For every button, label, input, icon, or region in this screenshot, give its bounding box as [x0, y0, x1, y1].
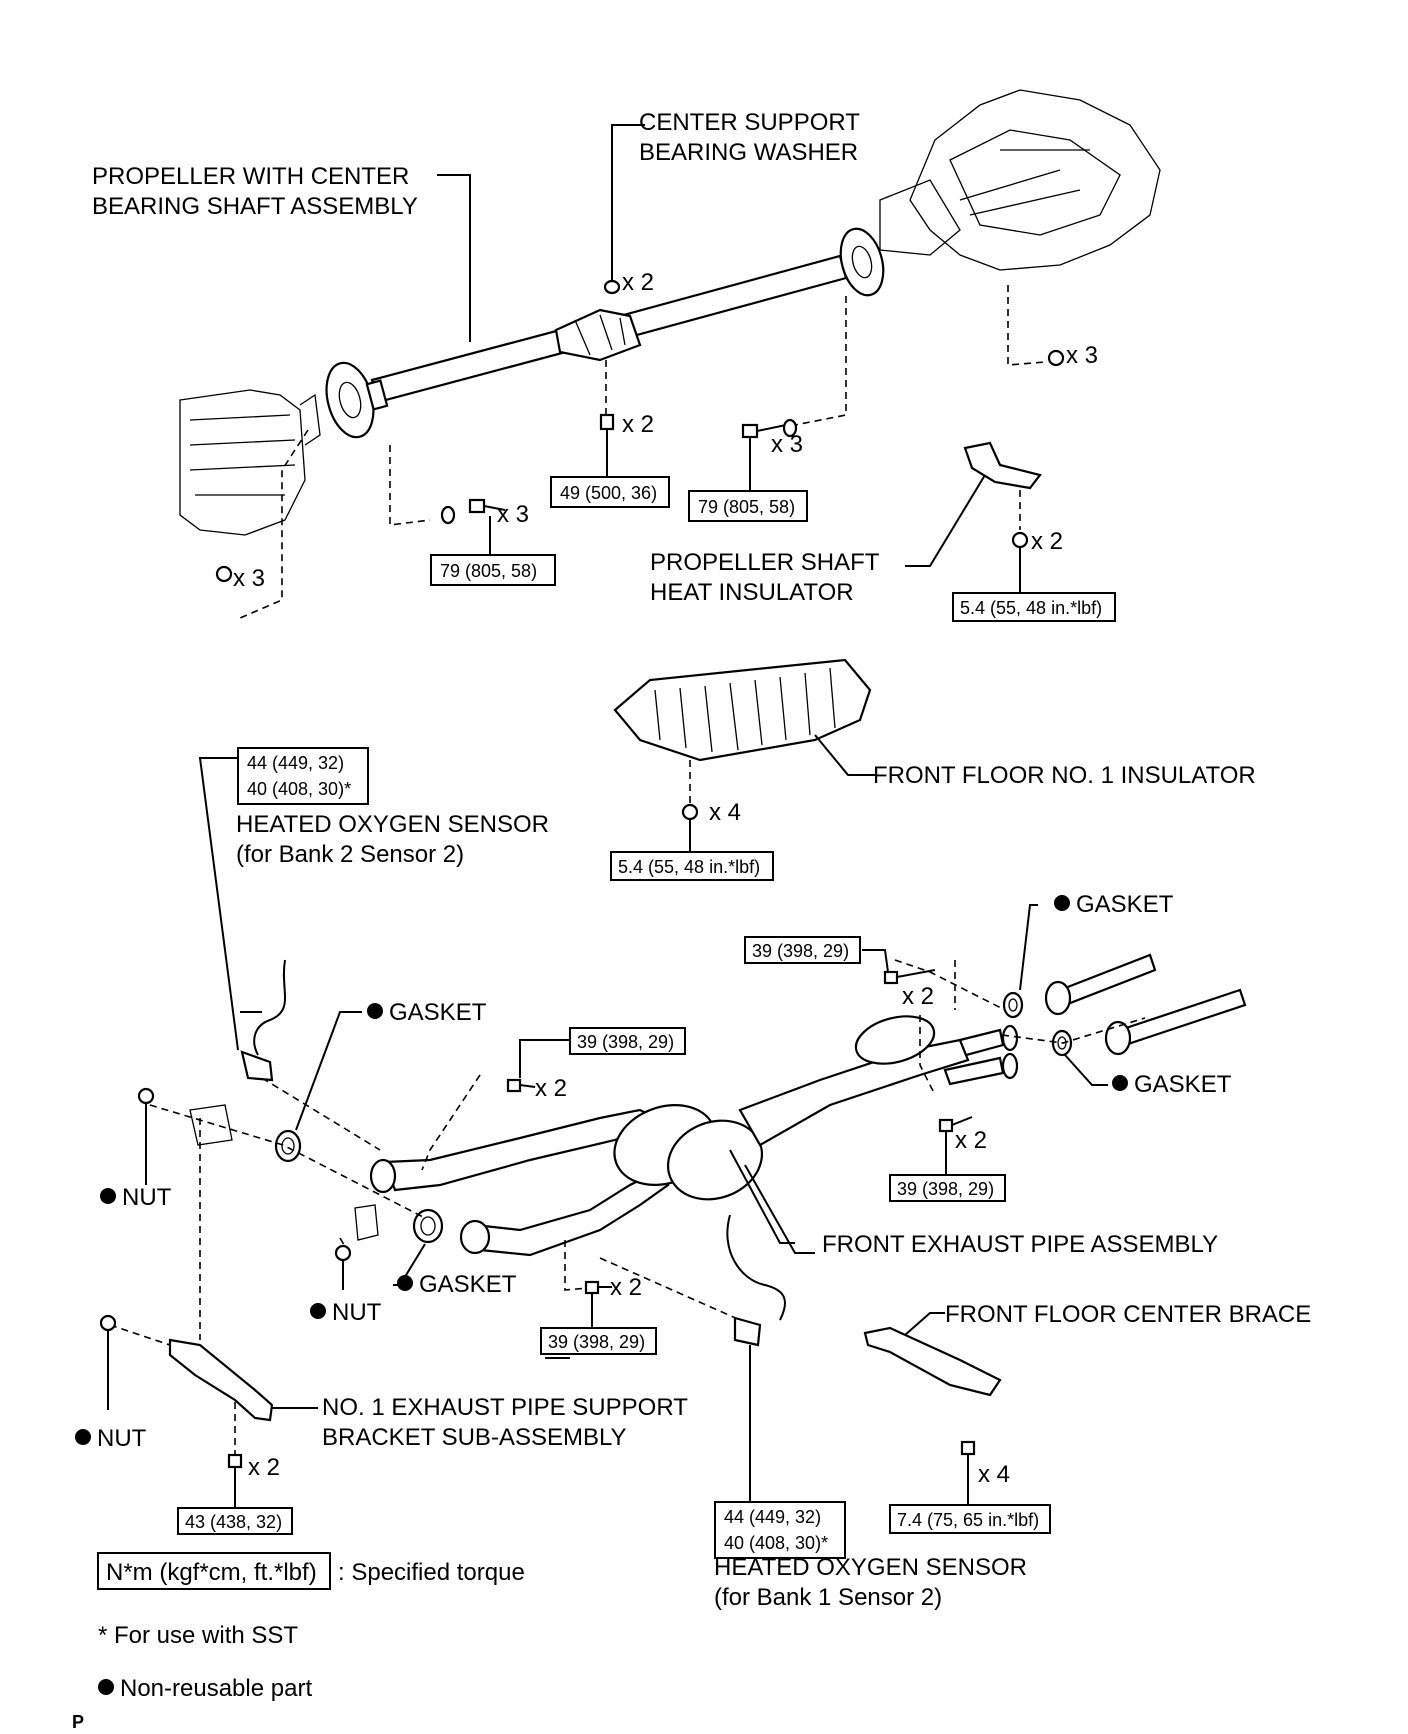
bolt-icon — [883, 969, 936, 985]
qty-bolt-right-lower: x 2 — [955, 1127, 987, 1154]
floor-insulator-part — [613, 658, 872, 762]
qty-heat-insulator: x 2 — [1031, 528, 1063, 555]
svg-text:GASKET: GASKET — [419, 1271, 517, 1298]
page-letter: P — [72, 1712, 84, 1732]
bolt-icon — [506, 1078, 536, 1093]
oxygen-sensor-bank2 — [240, 959, 286, 1082]
label-heat-insulator-2: HEAT INSULATOR — [650, 579, 854, 606]
qty-bolt-center: x 2 — [622, 411, 654, 438]
legend-unit-desc: : Specified torque — [338, 1559, 525, 1586]
torque-pipe-upper-center: 39 (398, 29) — [577, 1032, 674, 1052]
bolt-icon — [227, 1453, 243, 1508]
label-center-brace: FRONT FLOOR CENTER BRACE — [945, 1301, 1311, 1328]
torque-bracket: 43 (438, 32) — [185, 1512, 282, 1532]
oxygen-sensor-bank1 — [726, 1214, 786, 1347]
legend-unit-box: N*m (kgf*cm, ft.*lbf) — [106, 1559, 317, 1586]
label-oxygen-sensor-bank1-2: (for Bank 1 Sensor 2) — [714, 1584, 942, 1611]
nut-label-center: NUT — [310, 1299, 382, 1326]
qty-brace-bolt: x 4 — [978, 1461, 1010, 1488]
nut-icon — [215, 565, 233, 583]
torque-front-flange: 79 (805, 58) — [698, 497, 795, 517]
torque-hos2-a: 44 (449, 32) — [247, 753, 344, 773]
label-washer-2: BEARING WASHER — [639, 139, 858, 166]
svg-text:GASKET: GASKET — [389, 999, 487, 1026]
bolt-icon — [440, 498, 506, 555]
engine-sketch — [879, 89, 1161, 271]
gasket-label-top-right: GASKET — [1054, 891, 1174, 918]
nut-icon — [681, 803, 699, 821]
label-front-exhaust-pipe: FRONT EXHAUST PIPE ASSEMBLY — [822, 1231, 1218, 1258]
legend-nonreusable: Non-reusable part — [98, 1675, 312, 1702]
front-exhaust-pipe-part — [369, 1015, 1019, 1257]
washer-icon — [603, 279, 621, 295]
gasket-ring — [1002, 991, 1024, 1019]
propeller-shaft — [325, 227, 885, 439]
bolt-icon — [584, 1280, 612, 1295]
qty-bolt-front: x 3 — [771, 431, 803, 458]
heat-insulator-part — [963, 441, 1042, 490]
nut-label-bottom: NUT — [75, 1425, 147, 1452]
torque-brace: 7.4 (75, 65 in.*lbf) — [897, 1510, 1039, 1530]
bolt-icon — [960, 1440, 976, 1505]
torque-center-bearing: 49 (500, 36) — [560, 483, 657, 503]
gasket-label-lower: GASKET — [397, 1271, 517, 1298]
qty-bolt-right-upper: x 2 — [902, 983, 934, 1010]
svg-text:Non-reusable part: Non-reusable part — [120, 1675, 312, 1702]
nut-icon — [137, 1087, 155, 1105]
label-propeller-1: PROPELLER WITH CENTER — [92, 163, 409, 190]
label-oxygen-sensor-bank2-1: HEATED OXYGEN SENSOR — [236, 811, 549, 838]
torque-floor-insulator: 5.4 (55, 48 in.*lbf) — [618, 857, 760, 877]
torque-pipe-lower-center: 39 (398, 29) — [548, 1332, 645, 1352]
label-heat-insulator-1: PROPELLER SHAFT — [650, 549, 880, 576]
svg-text:NUT: NUT — [97, 1425, 147, 1452]
torque-rear-flange: 79 (805, 58) — [440, 561, 537, 581]
qty-washer: x 2 — [622, 269, 654, 296]
gasket-ring — [274, 1129, 302, 1163]
qty-nut-rear: x 3 — [233, 565, 265, 592]
legend-sst-note: * For use with SST — [98, 1622, 298, 1649]
torque-hos1-a: 44 (449, 32) — [724, 1507, 821, 1527]
nut-icon — [334, 1244, 352, 1262]
torque-hos1-b: 40 (408, 30)* — [724, 1533, 828, 1553]
label-oxygen-sensor-bank2-2: (for Bank 2 Sensor 2) — [236, 841, 464, 868]
torque-hos2-b: 40 (408, 30)* — [247, 779, 351, 799]
qty-bolt-center-upper: x 2 — [535, 1075, 567, 1102]
support-bracket-part — [168, 1338, 274, 1422]
torque-heat-insulator: 5.4 (55, 48 in.*lbf) — [960, 598, 1102, 618]
qty-bolt-center-lower: x 2 — [610, 1274, 642, 1301]
gasket-label-center: GASKET — [367, 999, 487, 1026]
transmission-sketch — [179, 389, 321, 536]
label-washer-1: CENTER SUPPORT — [639, 109, 860, 136]
svg-text:GASKET: GASKET — [1134, 1071, 1232, 1098]
label-propeller-2: BEARING SHAFT ASSEMBLY — [92, 193, 418, 220]
svg-text:GASKET: GASKET — [1076, 891, 1174, 918]
torque-pipe-lower-right: 39 (398, 29) — [897, 1179, 994, 1199]
qty-bolt-rear: x 3 — [497, 501, 529, 528]
manifold-stub — [189, 1104, 379, 1241]
nut-icon — [99, 1314, 117, 1332]
label-floor-insulator: FRONT FLOOR NO. 1 INSULATOR — [873, 762, 1256, 789]
qty-nut-front: x 3 — [1066, 342, 1098, 369]
qty-bracket-bolt: x 2 — [248, 1454, 280, 1481]
svg-text:NUT: NUT — [332, 1299, 382, 1326]
label-support-bracket-2: BRACKET SUB-ASSEMBLY — [322, 1424, 627, 1451]
gasket-label-right: GASKET — [1112, 1071, 1232, 1098]
torque-pipe-upper-right: 39 (398, 29) — [752, 941, 849, 961]
label-support-bracket-1: NO. 1 EXHAUST PIPE SUPPORT — [322, 1394, 688, 1421]
svg-text:NUT: NUT — [122, 1184, 172, 1211]
bolt-icon — [599, 413, 615, 477]
nut-icon — [1047, 349, 1065, 367]
gasket-ring — [412, 1208, 444, 1244]
nut-icon — [1011, 531, 1029, 549]
center-brace-part — [863, 1326, 1002, 1397]
qty-floor-insulator: x 4 — [709, 799, 741, 826]
nut-label-left: NUT — [100, 1184, 172, 1211]
rear-exhaust-pipes — [1044, 953, 1247, 1056]
bolt-icon — [741, 418, 798, 495]
